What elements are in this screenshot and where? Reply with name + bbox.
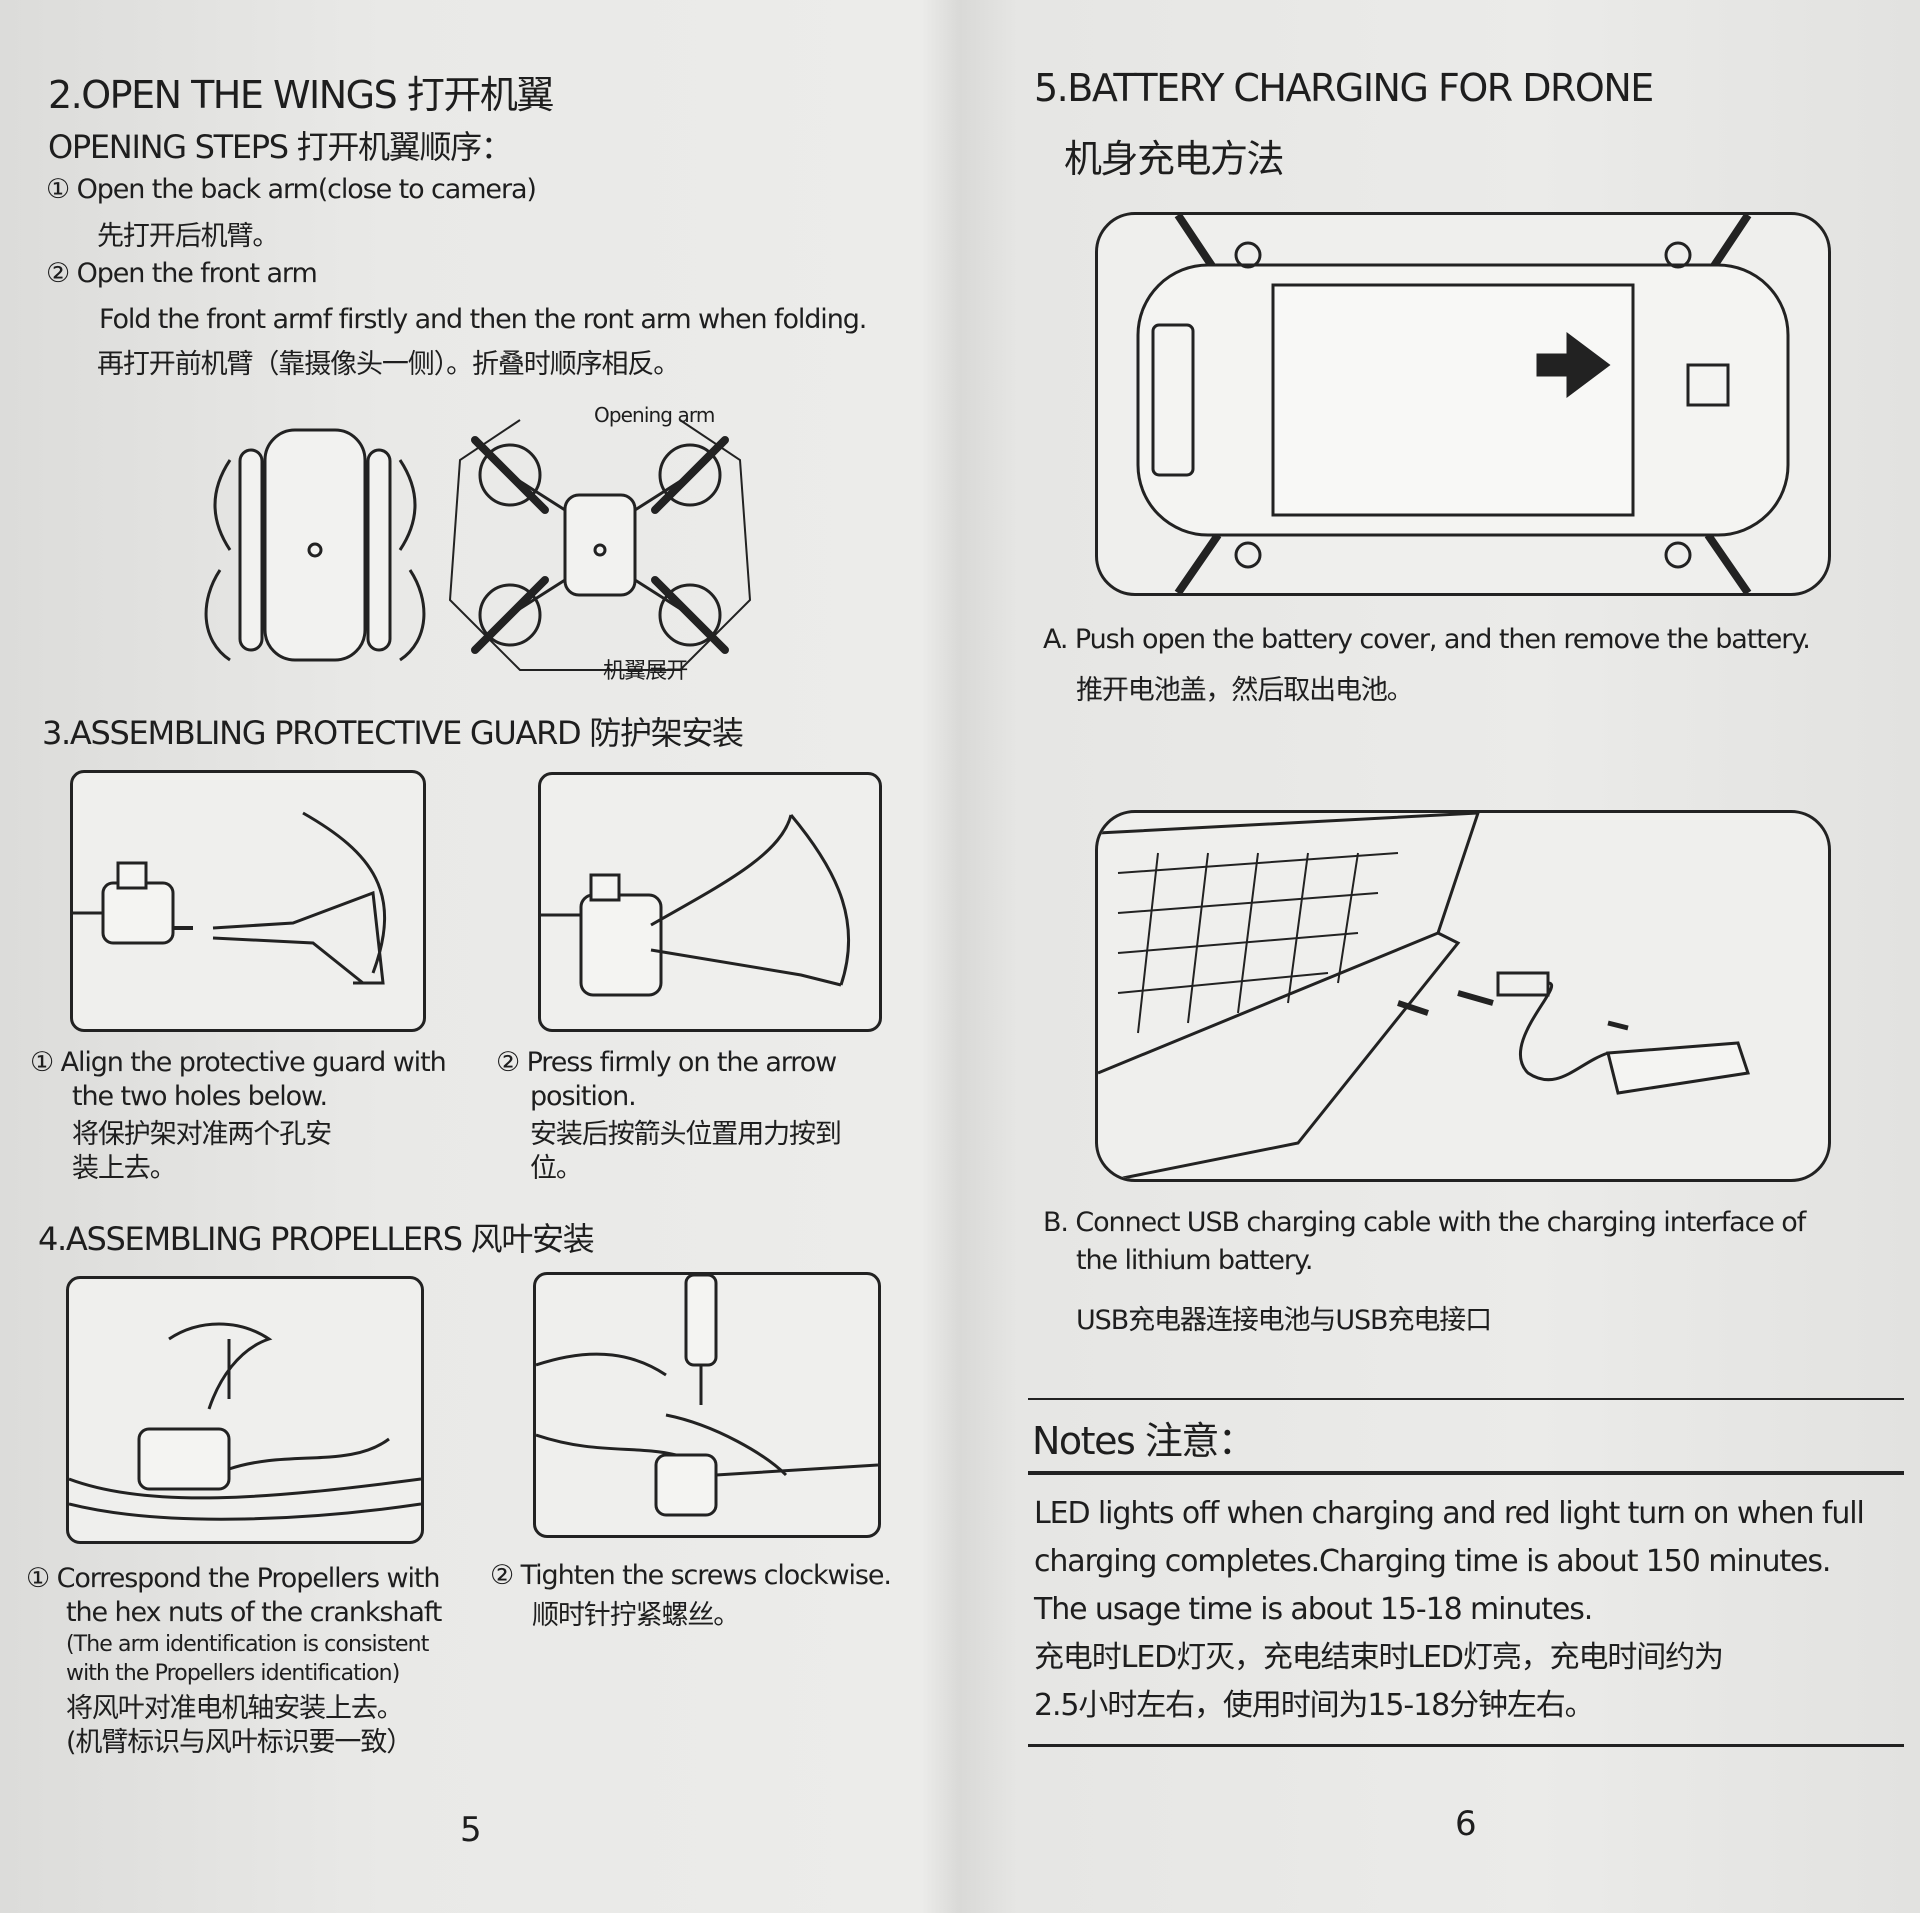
propeller-step2-illustration [533, 1272, 881, 1538]
caption-line: 将保护架对准两个孔安 [72, 1119, 332, 1150]
section2-title: 2.OPEN THE WINGS 打开机翼 [48, 73, 554, 117]
step2-cn: 再打开前机臂（靠摄像头一侧）。折叠时顺序相反。 [97, 349, 680, 380]
step1-cn: 先打开后机臂。 [97, 221, 279, 252]
caption-line: the hex nuts of the crankshaft [66, 1597, 442, 1628]
caption-line: 安装后按箭头位置用力按到 [530, 1119, 842, 1150]
caption-a-cn: 推开电池盖，然后取出电池。 [1076, 675, 1414, 706]
section4-title: 4.ASSEMBLING PROPELLERS 风叶安装 [38, 1220, 595, 1258]
caption-line: the lithium battery. [1076, 1245, 1313, 1276]
notes-title: Notes 注意： [1032, 1419, 1256, 1463]
caption-line: (机臂标识与风叶标识要一致） [66, 1727, 413, 1758]
caption-line: position. [530, 1081, 637, 1112]
caption-line: 位。 [530, 1153, 583, 1184]
caption-note: (The arm identification is consistent [66, 1632, 429, 1657]
caption-line: 将风叶对准电机轴安装上去。 [66, 1693, 404, 1724]
notes-line: LED lights off when charging and red lig… [1034, 1496, 1865, 1531]
caption-a: A. Push open the battery cover, and then… [1043, 624, 1811, 655]
caption-line: ① Correspond the Propellers with [26, 1563, 440, 1594]
guard-step1-caption: ① Align the protective guard with the tw… [30, 1046, 447, 1186]
section5-title-cn: 机身充电方法 [1064, 137, 1285, 181]
step1-text: ① Open the back arm(close to camera) [46, 174, 537, 205]
wings-open-label: 机翼展开 [603, 659, 688, 684]
step2-text: ② Open the front arm [46, 258, 318, 289]
section5-title: 5.BATTERY CHARGING FOR DRONE [1034, 66, 1654, 110]
drone-wings-illustration [180, 400, 800, 690]
usb-charging-illustration [1095, 810, 1831, 1182]
propeller-step2-caption: ② Tighten the screws clockwise. 顺时针拧紧螺丝。 [490, 1556, 892, 1636]
battery-cover-illustration [1095, 212, 1831, 596]
notes-line: 充电时LED灯灭，充电结束时LED灯亮，充电时间约为 [1034, 1640, 1724, 1675]
divider [1028, 1744, 1904, 1747]
caption-note: with the Propellers identification) [66, 1661, 400, 1686]
step2-note: Fold the front armf firstly and then the… [99, 304, 867, 335]
propeller-step1-caption: ① Correspond the Propellers with the hex… [26, 1562, 442, 1760]
page-number-right: 6 [1455, 1804, 1477, 1844]
notes-line: charging completes.Charging time is abou… [1034, 1544, 1831, 1579]
caption-line: ① Align the protective guard with [30, 1047, 447, 1078]
guard-step2-caption: ② Press firmly on the arrow position. 安装… [496, 1046, 842, 1186]
divider [1028, 1471, 1904, 1475]
opening-arm-label: Opening arm [594, 403, 715, 427]
notes-line: 2.5小时左右，使用时间为15-18分钟左右。 [1034, 1688, 1595, 1723]
caption-line: 装上去。 [72, 1153, 177, 1184]
caption-line: B. Connect USB charging cable with the c… [1043, 1207, 1806, 1238]
caption-line: the two holes below. [72, 1081, 328, 1112]
guard-step1-illustration [70, 770, 426, 1032]
section2-subtitle: OPENING STEPS 打开机翼顺序： [48, 128, 513, 166]
caption-b: B. Connect USB charging cable with the c… [1043, 1204, 1806, 1280]
section3-title: 3.ASSEMBLING PROTECTIVE GUARD 防护架安装 [42, 714, 744, 752]
page-number-left: 5 [460, 1810, 482, 1850]
caption-line: 顺时针拧紧螺丝。 [532, 1600, 740, 1631]
notes-line: The usage time is about 15-18 minutes. [1034, 1592, 1593, 1627]
guard-step2-illustration [538, 772, 882, 1032]
caption-b-cn: USB充电器连接电池与USB充电接口 [1076, 1305, 1492, 1336]
divider [1028, 1398, 1904, 1400]
notes-body: LED lights off when charging and red lig… [1034, 1490, 1865, 1730]
caption-line: ② Tighten the screws clockwise. [490, 1560, 892, 1591]
caption-line: ② Press firmly on the arrow [496, 1047, 837, 1078]
propeller-step1-illustration [66, 1276, 424, 1544]
